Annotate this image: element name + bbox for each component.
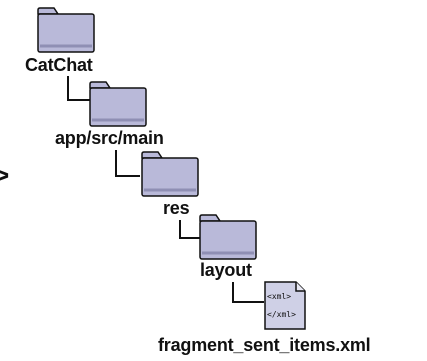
connector-catchat-app <box>68 76 90 100</box>
connector-layout-file <box>233 282 264 302</box>
xml-file-icon: <xml> </xml> <box>262 280 308 332</box>
connector-app-res <box>116 150 140 176</box>
connector-res-layout <box>180 220 200 238</box>
xml-close-tag: </xml> <box>267 310 296 319</box>
folder-icon <box>140 150 202 200</box>
continuation-arrow: > <box>0 160 9 191</box>
folder-label-layout: layout <box>200 260 252 281</box>
file-label-fragment-sent-items-xml: fragment_sent_items.xml <box>158 335 370 356</box>
folder-icon <box>88 80 150 130</box>
folder-icon <box>36 6 98 56</box>
folder-label-app-src-main: app/src/main <box>55 128 164 149</box>
folder-label-catchat: CatChat <box>25 55 93 76</box>
xml-open-tag: <xml> <box>267 292 291 301</box>
folder-icon <box>198 213 260 263</box>
folder-label-res: res <box>163 198 189 219</box>
